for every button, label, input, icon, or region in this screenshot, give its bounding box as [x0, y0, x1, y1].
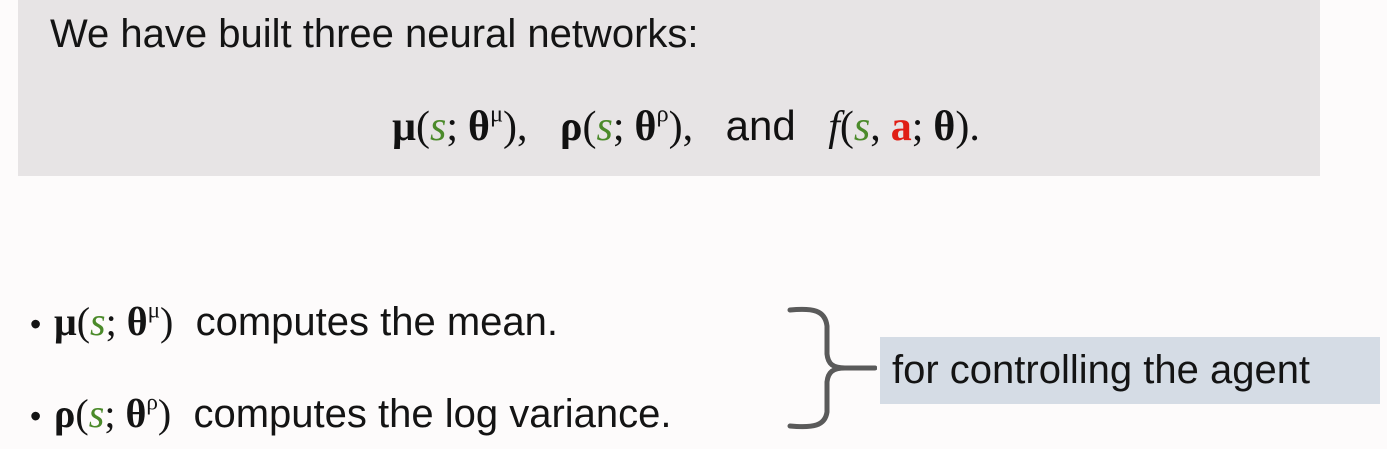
rho-symbol: ρ — [560, 104, 583, 150]
mu-symbol: μ — [392, 104, 416, 150]
state-variable: s — [90, 299, 106, 344]
mu-network-formula: μ(s;θμ), — [392, 100, 528, 150]
bullet-description: computes the log variance. — [193, 392, 672, 436]
bullet-description: computes the mean. — [195, 300, 559, 344]
and-word: and — [725, 102, 796, 149]
state-variable: s — [853, 104, 871, 150]
f-symbol: f — [828, 104, 840, 150]
mu-symbol: μ — [54, 299, 77, 344]
mu-superscript: μ — [147, 297, 161, 324]
rho-superscript: ρ — [146, 389, 158, 416]
state-variable: s — [88, 391, 105, 436]
rho-superscript: ρ — [656, 100, 669, 128]
network-formulas: μ(s;θμ), ρ(s;θρ), and f(s,a;θ). — [18, 100, 1338, 153]
action-variable: a — [890, 104, 912, 150]
annotation-box: for controlling the agent — [880, 337, 1380, 404]
right-brace-icon — [787, 306, 877, 430]
theta-symbol: θ — [468, 104, 490, 150]
mu-superscript: μ — [489, 100, 503, 128]
intro-text: We have built three neural networks: — [50, 12, 699, 56]
bullet-dot: • — [30, 306, 42, 342]
f-network-formula: f(s,a;θ). — [828, 104, 980, 150]
rho-formula: ρ(s;θρ) — [54, 389, 172, 436]
state-variable: s — [596, 104, 613, 150]
mu-formula: μ(s;θμ) — [54, 297, 174, 344]
bullet-dot: • — [30, 398, 42, 434]
bullet-mu: • μ(s;θμ) computes the mean. — [30, 298, 558, 348]
theta-symbol: θ — [634, 104, 657, 150]
header-panel: We have built three neural networks: μ(s… — [18, 0, 1320, 176]
theta-symbol: θ — [126, 299, 148, 344]
theta-symbol: θ — [125, 391, 147, 436]
rho-network-formula: ρ(s;θρ), — [560, 100, 694, 150]
bullet-rho: • ρ(s;θρ) computes the log variance. — [30, 390, 672, 440]
theta-symbol: θ — [933, 104, 956, 150]
rho-symbol: ρ — [54, 391, 76, 436]
state-variable: s — [429, 104, 447, 150]
